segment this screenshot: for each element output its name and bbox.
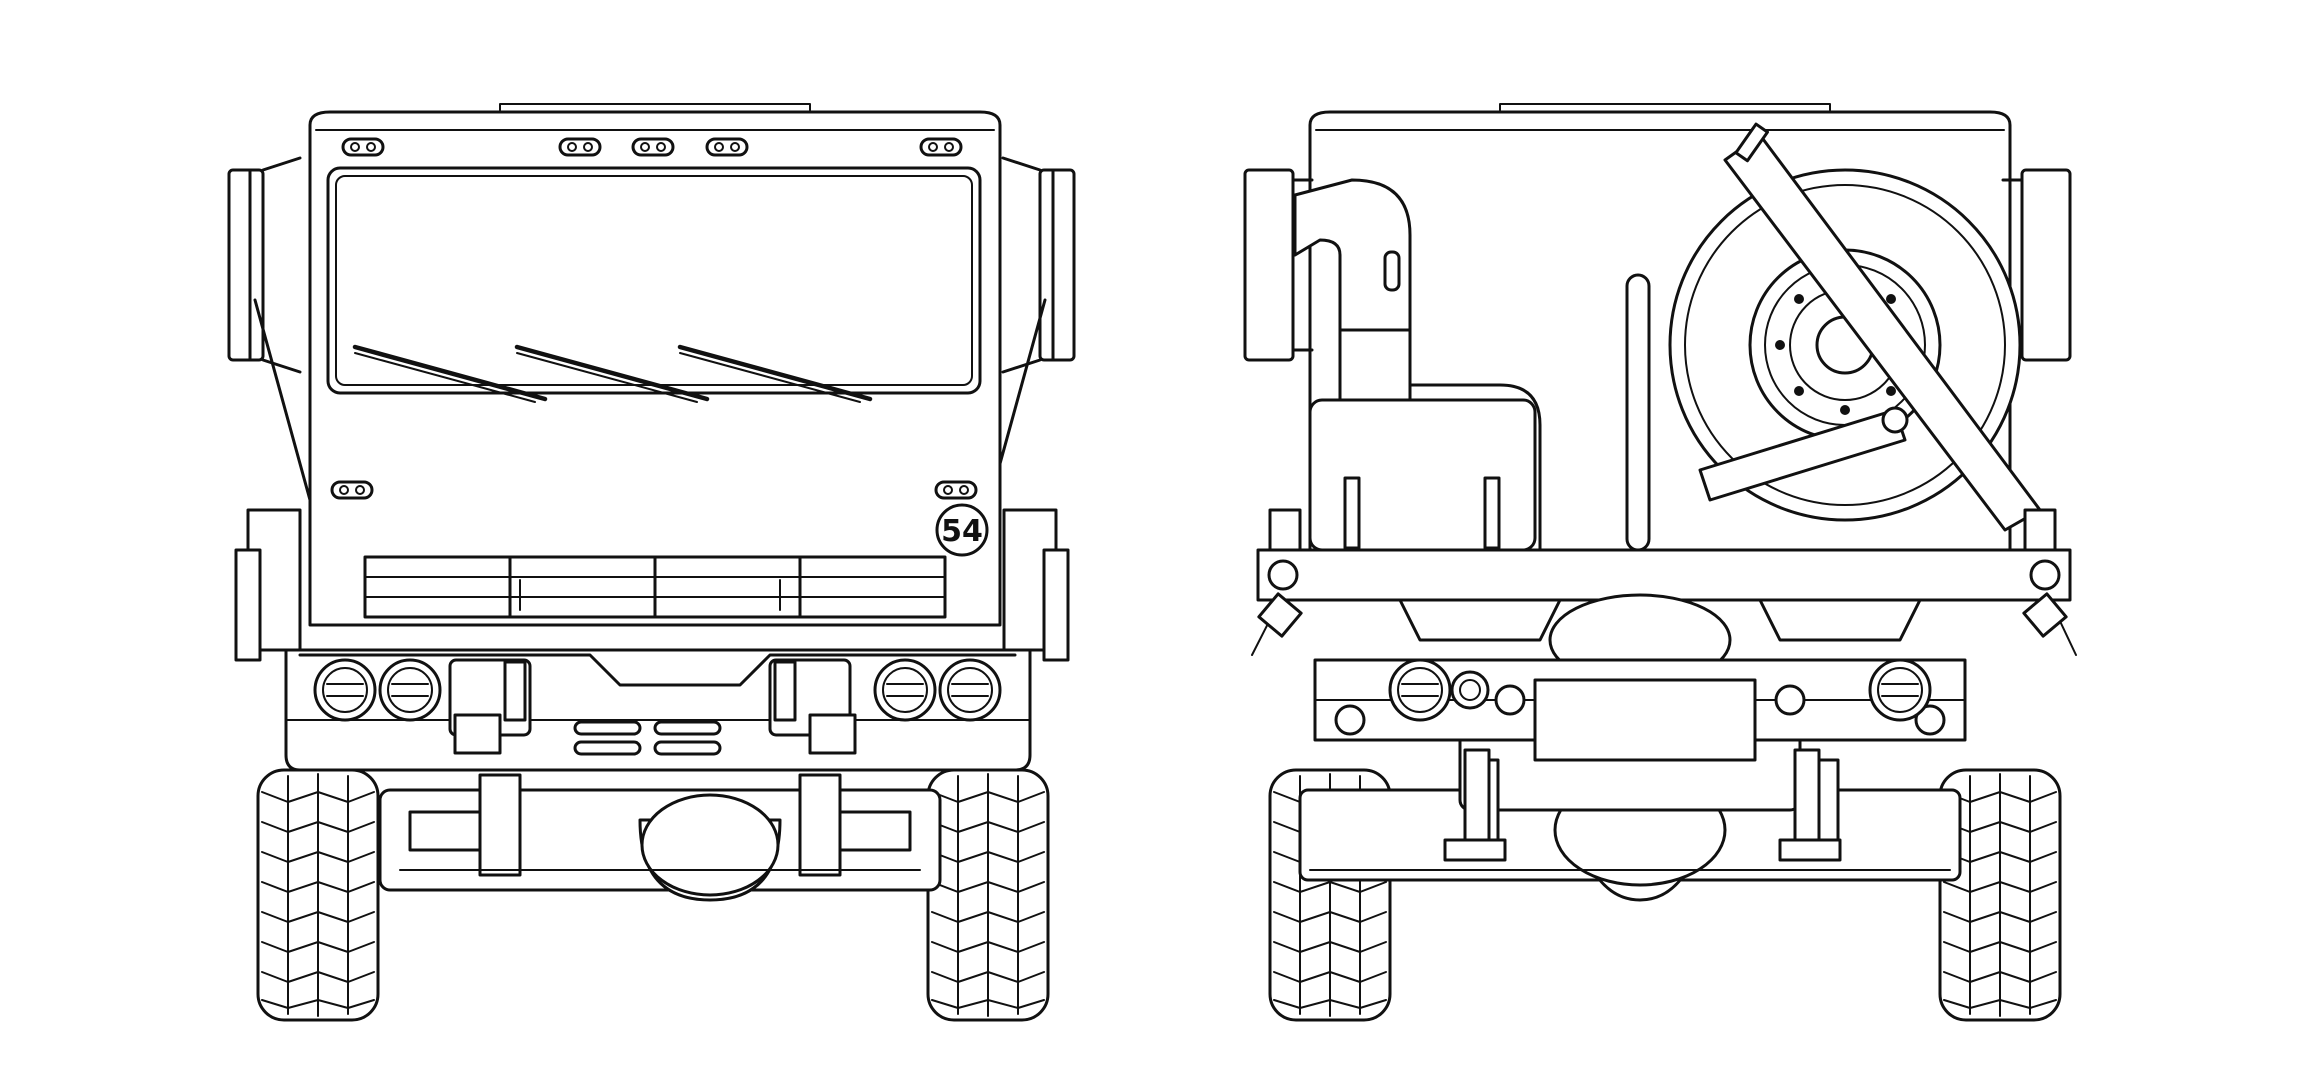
front-emblem-text: 54 (941, 514, 983, 549)
rear-view (1243, 103, 2077, 1022)
front-left-mirror (227, 156, 312, 502)
spare-carrier-arm (1698, 122, 2042, 532)
front-view: 54 (227, 103, 1076, 1022)
rear-hitch (1443, 748, 1842, 862)
front-emblem: 54 (935, 503, 989, 557)
front-bumper-slots (573, 720, 722, 756)
front-tow-hooks (448, 658, 857, 755)
rear-lights (1388, 658, 1932, 722)
front-windshield (326, 166, 982, 395)
front-axle (378, 773, 942, 902)
rear-left-mirror (1243, 168, 1314, 362)
rear-right-mirror (2001, 168, 2072, 362)
front-right-tire (926, 768, 1050, 1022)
rear-frame (1251, 508, 2077, 656)
front-grille (363, 555, 947, 619)
front-right-mirror (988, 156, 1076, 502)
front-left-tire (256, 768, 380, 1022)
rear-tank (1308, 398, 1537, 552)
